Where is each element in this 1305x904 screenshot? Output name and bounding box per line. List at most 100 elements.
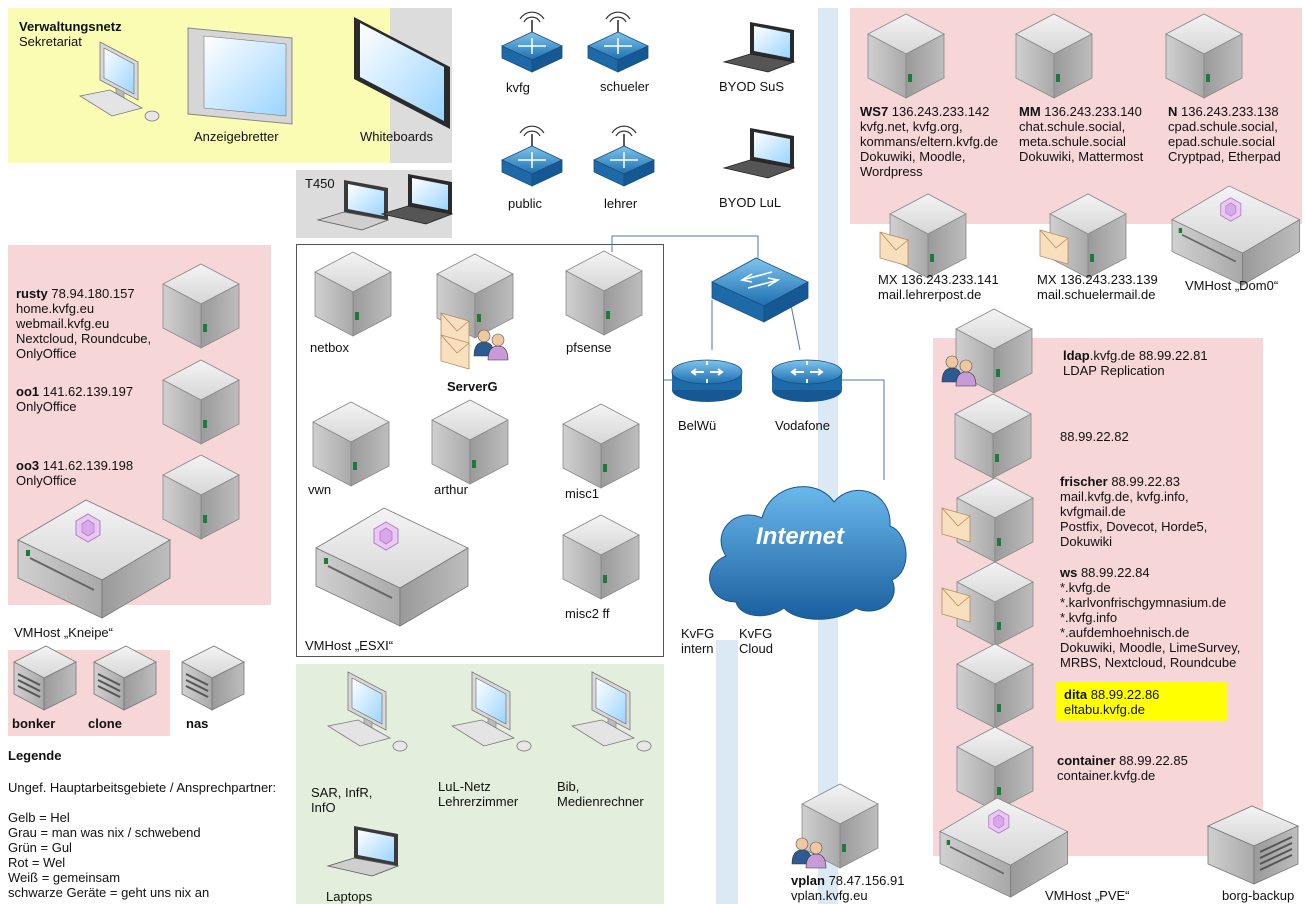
kvfg-intern-label-1: KvFG [681, 626, 715, 641]
mx1-line-1: MX 136.243.233.141 [878, 272, 999, 287]
lul-label-2: Lehrerzimmer [438, 794, 519, 809]
ws-line-4: *.aufdemhoehnisch.de [1060, 625, 1190, 640]
ldap-users-icon [941, 355, 977, 387]
esxi-host-label: VMHost „ESXI“ [305, 638, 394, 653]
vplan-title: vplan 78.47.156.91 [791, 873, 905, 888]
sar-pc-icon [327, 671, 408, 752]
legend-line-4: Rot = Wel [8, 855, 66, 870]
ws7-server-icon [867, 13, 945, 99]
lul-pc-icon [451, 671, 532, 752]
ws7-line-2: kommans/eltern.kvfg.de [860, 134, 999, 149]
legend-line-5: Weiß = gemeinsam [8, 870, 121, 885]
mx2-line-2: mail.schuelermail.de [1037, 287, 1156, 302]
borg-backup-server-icon [1207, 805, 1299, 885]
netbox-label: netbox [310, 340, 350, 355]
serverg-users-icon [473, 329, 509, 361]
ws7-line-3: Dokuwiki, Moodle, [860, 149, 966, 164]
ap-kvfg-label: kvfg [506, 80, 530, 95]
container-title: container 88.99.22.85 [1057, 753, 1188, 768]
t450-label: T450 [305, 176, 335, 191]
rusty-line-1: home.kvfg.eu [16, 301, 95, 316]
zone-divider-blue-lower [716, 640, 738, 904]
whiteboards-label: Whiteboards [360, 129, 433, 144]
borg-backup-label: borg-backup [1222, 888, 1295, 903]
mm-ip: 136.243.233.140 [1040, 104, 1142, 119]
ldap-ip: .kvfg.de 88.99.22.81 [1089, 348, 1208, 363]
vplan-users-icon [791, 837, 827, 869]
mm-line-3: Dokuwiki, Mattermost [1019, 149, 1144, 164]
zone-divider-blue [818, 8, 838, 904]
legend-intro: Ungef. Hauptarbeitsgebiete / Ansprechpar… [8, 780, 277, 795]
ws7-line-4: Wordpress [860, 164, 923, 179]
n-server-icon [1165, 13, 1243, 99]
oo1-server-icon [162, 359, 240, 445]
arthur-server-icon [431, 399, 509, 485]
dita-server-icon [956, 643, 1034, 729]
anzeigebrett-monitor-icon [187, 27, 293, 125]
bib-label-2: Medienrechner [557, 794, 644, 809]
mm-server-icon [1015, 13, 1093, 99]
dom0-host-label: VMHost „Dom0“ [1185, 278, 1279, 293]
ldap-name: ldap [1063, 348, 1090, 363]
mx1-line-2: mail.lehrerpost.de [878, 287, 982, 302]
t450-laptop-icon [317, 179, 389, 231]
dom0-host-icon [1171, 185, 1301, 286]
kvfg-cloud-label-2: Cloud [739, 641, 773, 656]
frischer-line-4: Dokuwiki [1060, 534, 1113, 549]
ws7-line-1: kvfg.net, kvfg.org, [860, 119, 963, 134]
srv82-label: 88.99.22.82 [1060, 429, 1129, 444]
oo3-server-icon [162, 454, 240, 540]
rusty-title: rusty 78.94.180.157 [16, 286, 135, 301]
n-ip: 136.243.233.138 [1177, 104, 1279, 119]
bib-pc-icon [571, 671, 652, 752]
clone-server-icon [93, 645, 157, 711]
core-switch-icon [711, 257, 809, 323]
ws-line-5: Dokuwiki, Moodle, LimeSurvey, [1060, 640, 1241, 655]
sar-label-1: SAR, InfR, [311, 785, 373, 800]
rusty-name: rusty [16, 286, 48, 301]
legend-title: Legende [8, 748, 62, 763]
ap-schueler-label: schueler [600, 79, 650, 94]
rusty-ip: 78.94.180.157 [47, 286, 135, 301]
legend-line-3: Grün = Gul [8, 840, 72, 855]
ap-kvfg-icon [501, 11, 563, 73]
ap-schueler-icon [587, 11, 649, 73]
misc2-server-icon [562, 514, 640, 600]
ws7-name: WS7 [860, 104, 889, 119]
mm-line-2: meta.schule.social [1019, 134, 1126, 149]
ws-line-1: *.kvfg.de [1060, 580, 1111, 595]
ap-lehrer-icon [593, 125, 655, 187]
ws-line-6: MRBS, Nextcloud, Roundcube [1060, 655, 1237, 670]
ldap-title: ldap.kvfg.de 88.99.22.81 [1063, 348, 1208, 363]
mx2-line-1: MX 136.243.233.139 [1037, 272, 1158, 287]
n-line-1: cpad.schule.social, [1168, 119, 1278, 134]
ws-line-2: *.karlvonfrischgymnasium.de [1060, 595, 1227, 610]
frischer-mail-icon [941, 507, 971, 543]
verwaltungsnetz-title: Verwaltungsnetz [19, 19, 122, 34]
mm-name: MM [1019, 104, 1041, 119]
t450-laptop-dark-icon [381, 173, 453, 225]
serverg-label: ServerG [447, 379, 498, 394]
clone-label: clone [88, 716, 122, 731]
mm-title: MM 136.243.233.140 [1019, 104, 1142, 119]
kvfg-intern-label-2: intern [681, 641, 714, 656]
ldap-line-1: LDAP Replication [1063, 363, 1165, 378]
byod-sus-laptop-icon [723, 21, 795, 73]
oo3-name: oo3 [16, 458, 40, 473]
vplan-line-1: vplan.kvfg.eu [791, 888, 868, 903]
whiteboard-display-icon [354, 17, 450, 129]
pfsense-label: pfsense [566, 340, 612, 355]
mx2-mail-icon [1039, 229, 1069, 265]
dita-ip: 88.99.22.86 [1087, 687, 1160, 702]
vwn-server-icon [312, 401, 390, 487]
serverg-mail-icon-2 [440, 334, 470, 370]
ws-line-3: *.kvfg.info [1060, 610, 1118, 625]
internet-label: Internet [756, 523, 845, 550]
zone-esxi [296, 244, 664, 657]
container-ip: 88.99.22.85 [1115, 753, 1188, 768]
srv82-server-icon [954, 393, 1032, 479]
frischer-line-2: kvfgmail.de [1060, 504, 1126, 519]
dita-title: dita 88.99.22.86 [1064, 687, 1159, 702]
ap-public-label: public [508, 196, 542, 211]
nas-server-icon [181, 645, 245, 711]
